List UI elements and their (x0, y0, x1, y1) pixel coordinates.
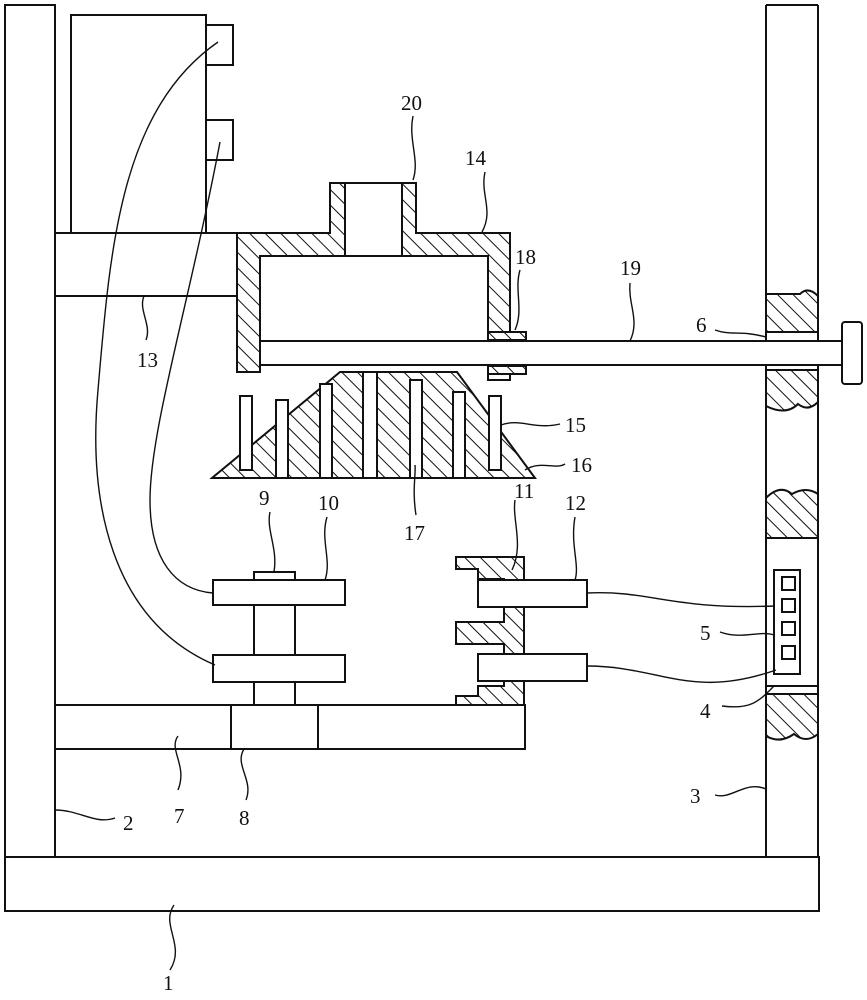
label-6: 6 (696, 313, 707, 337)
leader-lines (54, 115, 775, 971)
push-rod (259, 321, 863, 385)
label-7: 7 (174, 804, 185, 828)
label-3: 3 (690, 784, 701, 808)
motor-base (230, 704, 319, 750)
left-column (4, 4, 56, 858)
control-panel (773, 569, 801, 675)
base-plate (4, 856, 820, 912)
label-14: 14 (465, 146, 487, 170)
label-19: 19 (620, 256, 641, 280)
sleeve-lower (487, 365, 527, 375)
label-2: 2 (123, 811, 134, 835)
spreading-cone (209, 371, 537, 479)
label-16: 16 (571, 453, 592, 477)
label-12: 12 (565, 491, 586, 515)
label-15: 15 (565, 413, 586, 437)
label-1: 1 (163, 971, 174, 995)
label-11: 11 (514, 479, 534, 503)
label-18: 18 (515, 245, 536, 269)
label-4: 4 (700, 699, 711, 723)
sleeve (487, 331, 527, 341)
label-5: 5 (700, 621, 711, 645)
label-20: 20 (401, 91, 422, 115)
electromagnet-upper (477, 579, 588, 608)
wires (95, 41, 777, 683)
guide-post-left (239, 395, 253, 471)
label-17: 17 (404, 521, 425, 545)
label-9: 9 (259, 486, 270, 510)
right-column (765, 4, 819, 857)
electromagnet-lower (477, 653, 588, 682)
label-13: 13 (137, 348, 158, 372)
upper-housing (54, 14, 240, 297)
label-8: 8 (239, 806, 250, 830)
rotating-shaft (212, 571, 346, 706)
housing (236, 182, 511, 381)
label-10: 10 (318, 491, 339, 515)
guide-post-right (488, 395, 502, 471)
